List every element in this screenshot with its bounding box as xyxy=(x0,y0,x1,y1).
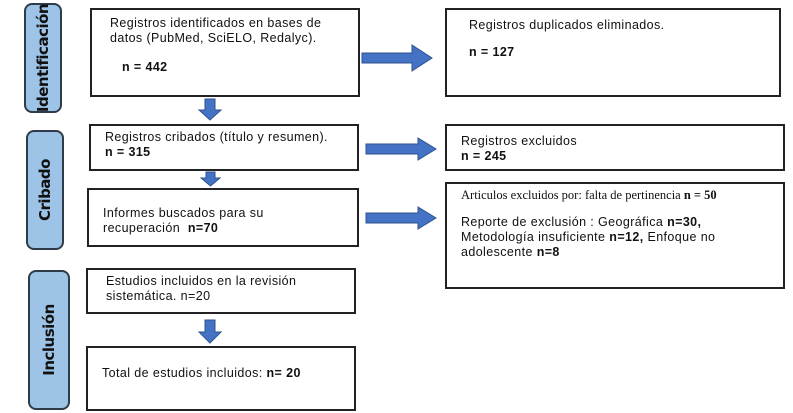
arrow-right-icon xyxy=(361,44,433,72)
phase-cribado: Cribado xyxy=(26,130,64,250)
box-text: Registros identificados en bases de dato… xyxy=(110,16,322,45)
box-count: n=20 xyxy=(180,289,211,303)
box-text: Informes buscados para su recuperación xyxy=(103,206,264,235)
box-text: Registros cribados (título y resumen). xyxy=(105,130,328,144)
box-identified: Registros identificados en bases de dato… xyxy=(90,8,360,97)
arrow-down-icon xyxy=(199,171,222,187)
box-articles-excluded: Articulos excluidos por: falta de pertin… xyxy=(445,182,785,289)
box-text: Articulos excluidos por: falta de pertin… xyxy=(461,188,681,202)
arrow-right-icon xyxy=(365,206,437,230)
enfoque-text: Enfoque no adolescente xyxy=(461,230,716,259)
phase-identificacion: Identificación xyxy=(24,3,62,113)
geo-count: n=30, xyxy=(667,215,702,229)
arrow-down-icon xyxy=(197,319,223,344)
box-text: Registros duplicados eliminados. xyxy=(469,18,665,32)
box-count: n = 442 xyxy=(122,60,168,74)
metod-text: Metodología insuficiente xyxy=(461,230,610,244)
arrow-right-icon xyxy=(365,137,437,161)
box-excluded: Registros excluidos n = 245 xyxy=(445,124,785,171)
box-text: Estudios incluidos en la revisión sistem… xyxy=(106,274,297,303)
enfoque-count: n=8 xyxy=(536,245,560,259)
phase-inclusion: Inclusión xyxy=(28,270,70,410)
box-count: n = 315 xyxy=(105,145,151,159)
box-text: Registros excluidos xyxy=(461,134,577,148)
report-text: Reporte de exclusión : Geográfica xyxy=(461,215,668,229)
box-count: n= 20 xyxy=(266,366,301,380)
box-included-review: Estudios incluidos en la revisión sistem… xyxy=(86,268,356,314)
metod-count: n=12, xyxy=(609,230,644,244)
arrow-down-icon xyxy=(197,98,223,121)
box-screened: Registros cribados (título y resumen). n… xyxy=(89,124,359,171)
box-count: n = 127 xyxy=(469,45,515,59)
box-text: Total de estudios incluidos: xyxy=(102,366,263,380)
box-total: Total de estudios incluidos: n= 20 xyxy=(86,346,356,411)
box-count: n = 50 xyxy=(683,188,717,202)
box-duplicates: Registros duplicados eliminados. n = 127 xyxy=(445,8,781,97)
box-count: n=70 xyxy=(187,221,219,235)
box-count: n = 245 xyxy=(461,149,507,163)
box-sought: Informes buscados para su recuperación n… xyxy=(87,188,359,247)
